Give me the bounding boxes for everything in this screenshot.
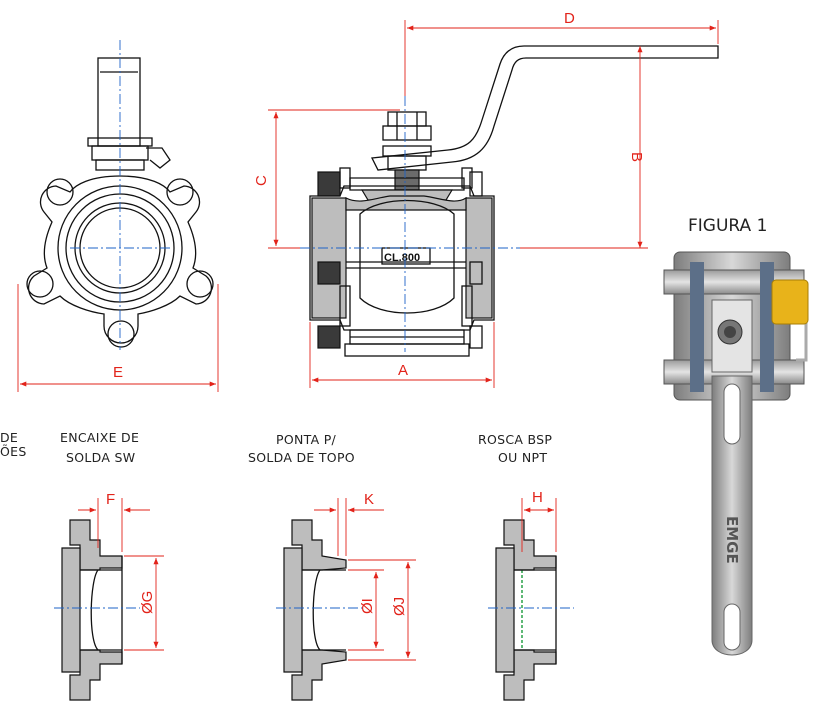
side-view: CL.800 C B D A — [253, 10, 719, 388]
handle-photo — [711, 375, 753, 656]
dim-H-label: H — [532, 489, 543, 506]
lock-icon — [771, 279, 809, 325]
caption-butt-line1: PONTA P/ — [276, 432, 337, 447]
dim-G-label: ØG — [139, 591, 156, 614]
body-flange-outline — [27, 175, 213, 344]
dim-J-label: ØJ — [391, 597, 408, 616]
end-view: E — [17, 40, 219, 392]
dim-F-label: F — [106, 491, 115, 508]
figure-title: FIGURA 1 — [688, 216, 767, 236]
dim-K-label: K — [364, 491, 374, 508]
caption-butt-line2: SOLDA DE TOPO — [248, 450, 355, 465]
caption-partial-line2: ÕES — [0, 444, 27, 459]
socket-weld-section: F ØG — [54, 491, 164, 701]
butt-weld-section: K ØI ØJ — [276, 491, 416, 701]
dim-E-label: E — [113, 364, 123, 381]
logo-text: EMGE — [723, 516, 741, 564]
class-label: CL.800 — [384, 252, 420, 264]
dim-C-label: C — [253, 175, 270, 186]
ball — [359, 199, 455, 314]
dim-D-label: D — [564, 10, 575, 27]
dim-B-label: B — [628, 152, 645, 162]
thread-section: H — [488, 489, 574, 701]
connection-captions: DE ÕES ENCAIXE DE SOLDA SW PONTA P/ SOLD… — [0, 430, 552, 465]
caption-sw-line1: ENCAIXE DE — [60, 430, 139, 445]
caption-partial-line1: DE — [0, 430, 18, 445]
stem — [97, 57, 141, 147]
dim-I-label: ØI — [359, 598, 376, 614]
caption-thread-line2: OU NPT — [498, 450, 547, 465]
dim-A-label: A — [398, 362, 408, 379]
caption-thread-line1: ROSCA BSP — [478, 432, 552, 447]
caption-sw-line2: SOLDA SW — [66, 450, 135, 465]
figure-1: FIGURA 1 EMGE — [663, 216, 809, 656]
handle-lever — [370, 45, 719, 171]
